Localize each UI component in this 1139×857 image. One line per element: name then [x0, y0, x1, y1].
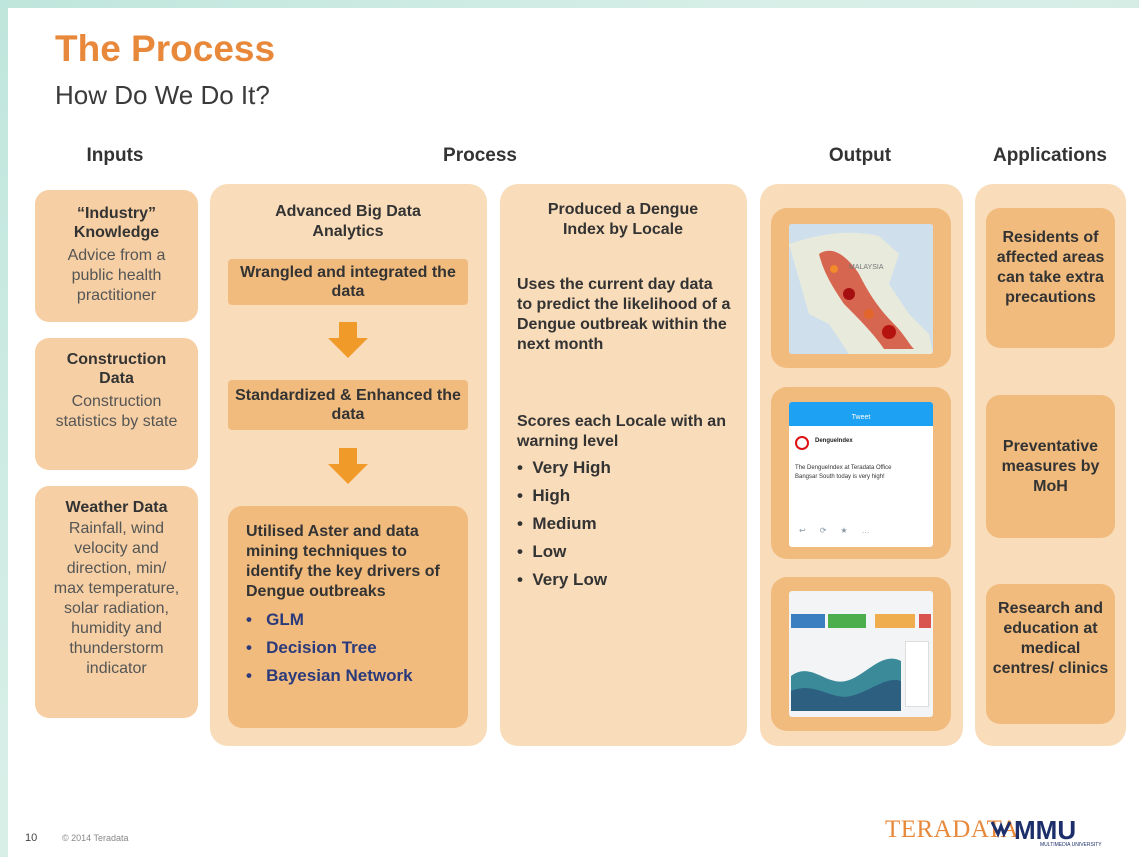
- step-mining: Utilised Aster and data mining technique…: [228, 506, 468, 728]
- application-research: Research and education at medical centre…: [986, 584, 1115, 724]
- mmu-logo-subtitle: MULTIMEDIA UNIVERSITY: [1040, 842, 1102, 848]
- level-very-high: • Very High: [517, 458, 611, 477]
- level-very-low: • Very Low: [517, 570, 608, 589]
- level-label: Medium: [532, 514, 597, 533]
- slide-title: The Process: [55, 28, 276, 69]
- technique-bayesian: • Bayesian Network: [246, 666, 413, 685]
- process-index-panel: [500, 184, 747, 746]
- technique-label: Bayesian Network: [266, 666, 413, 685]
- tweet-actions-icon: ↩⟳★…: [799, 526, 884, 535]
- map-country-label: MALAYSIA: [849, 264, 884, 271]
- level-high: • High: [517, 486, 571, 505]
- dashboard-tile: [875, 614, 915, 628]
- down-arrow-icon: [339, 322, 357, 340]
- input-title: Construction Data: [66, 351, 167, 387]
- map-graphic: [789, 224, 933, 354]
- input-desc: Construction statistics by state: [55, 393, 178, 430]
- column-header-output: Output: [828, 145, 892, 166]
- slide-subtitle: How Do We Do It?: [55, 80, 270, 110]
- level-label: High: [532, 486, 571, 505]
- analytics-title: Advanced Big Data Analytics: [275, 203, 421, 240]
- input-card-industry: “Industry” Knowledge Advice from a publi…: [35, 190, 198, 322]
- dashboard-sidebar: [905, 641, 929, 707]
- dashboard-screenshot: [789, 591, 933, 717]
- mining-desc: Utilised Aster and data mining technique…: [246, 523, 440, 600]
- dashboard-tile: [791, 614, 825, 628]
- level-low: • Low: [517, 542, 567, 561]
- index-desc: Uses the current day data to predict the…: [517, 276, 731, 353]
- column-header-process: Process: [443, 145, 517, 166]
- tweet-header: Tweet: [789, 402, 933, 426]
- index-title: Produced a Dengue Index by Locale: [547, 201, 699, 238]
- technique-glm: • GLM: [246, 610, 304, 629]
- input-title: “Industry” Knowledge: [73, 205, 160, 241]
- dashboard-tile: [919, 614, 931, 628]
- tweet-text: The DengueIndex at Teradata Office Bangs…: [795, 465, 892, 480]
- level-label: Very Low: [532, 570, 608, 589]
- down-arrow-icon: [339, 448, 357, 466]
- technique-label: Decision Tree: [266, 638, 377, 657]
- level-label: Very High: [532, 458, 611, 477]
- step-standardized: Standardized & Enhanced the data: [228, 380, 468, 430]
- copyright: © 2014 Teradata: [62, 833, 129, 843]
- input-desc: Rainfall, wind velocity and direction, m…: [53, 520, 180, 677]
- level-medium: • Medium: [517, 514, 597, 533]
- down-arrow-icon: [328, 464, 368, 484]
- dengue-map-image: MALAYSIA: [789, 224, 933, 354]
- technique-label: GLM: [266, 610, 304, 629]
- scores-desc: Scores each Locale with an warning level: [517, 413, 726, 450]
- no-entry-icon: [795, 436, 809, 450]
- tweet-screenshot: Tweet DengueIndex The DengueIndex at Ter…: [789, 402, 933, 547]
- level-label: Low: [532, 542, 567, 561]
- input-card-weather: Weather Data Rainfall, wind velocity and…: [35, 486, 198, 718]
- technique-decision-tree: • Decision Tree: [246, 638, 377, 657]
- step-wrangled: Wrangled and integrated the data: [228, 259, 468, 305]
- mmu-logo-icon: [990, 818, 1012, 838]
- dashboard-tile: [828, 614, 866, 628]
- column-header-applications: Applications: [992, 145, 1107, 166]
- input-card-construction: Construction Data Construction statistic…: [35, 338, 198, 470]
- input-desc: Advice from a public health practitioner: [67, 247, 166, 304]
- application-moh: Preventative measures by MoH: [986, 395, 1115, 538]
- page-number: 10: [25, 832, 38, 844]
- input-title: Weather Data: [65, 499, 168, 516]
- application-residents: Residents of affected areas can take ext…: [986, 208, 1115, 348]
- column-header-inputs: Inputs: [86, 145, 144, 166]
- tweet-account: DengueIndex: [815, 438, 853, 444]
- mmu-logo: MMU: [1014, 815, 1077, 845]
- down-arrow-icon: [328, 338, 368, 358]
- dashboard-area-graph: [791, 658, 901, 711]
